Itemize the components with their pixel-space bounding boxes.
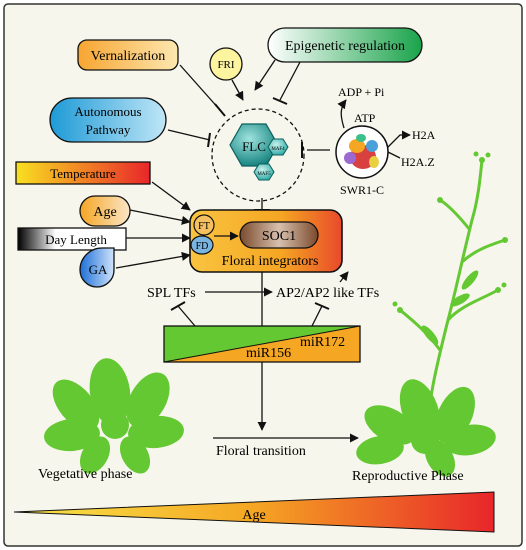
swr1c-subunit (366, 140, 378, 152)
inhibition-bar-icon (170, 301, 186, 311)
ft-label: FT (198, 221, 210, 232)
inhibition-bar-icon (272, 97, 288, 105)
swr1c-node: ADP + Pi ATP SWR1-C H2A H2A.Z (335, 85, 436, 197)
maf4-label: MAF4 (271, 147, 285, 152)
maf4-hexagon (267, 138, 289, 156)
vernalization-inhibition (179, 64, 221, 111)
mir156-label: miR156 (246, 346, 291, 361)
inhibition-bar-icon (207, 132, 211, 148)
ap2-tfs-label: AP2/AP2 like TFs (276, 286, 379, 301)
epigenetic-to-flc-arrow (254, 59, 276, 91)
h2az-label: H2A.Z (401, 155, 435, 169)
fri-label: FRI (217, 59, 234, 71)
spl-tfs-label: SPL TFs (147, 286, 196, 301)
epigenetic-label: Epigenetic regulation (285, 39, 405, 54)
soc1-label: SOC1 (262, 229, 296, 244)
connectors (115, 59, 411, 443)
ga-label: GA (89, 262, 108, 277)
fd-ellipse (190, 235, 214, 255)
fri-node: FRI (209, 47, 243, 81)
swr1c-label: SWR1-C (340, 183, 384, 197)
mir156-inhibition (177, 305, 196, 327)
age-node: Age (79, 195, 131, 227)
temperature-label: Temperature (50, 166, 116, 181)
flc-label: FLC (242, 139, 266, 154)
swr1c-subunit (349, 139, 365, 153)
day-length-label: Day Length (45, 232, 107, 247)
soc1-pill (239, 221, 319, 249)
vegetative-phase-label: Vegetative phase (38, 467, 132, 482)
floral-integrators-label: Floral integrators (222, 254, 319, 269)
age-label: Age (93, 205, 116, 220)
vernalization-label: Vernalization (91, 49, 166, 64)
age-arrow (129, 209, 191, 225)
ft-circle (193, 214, 215, 236)
flc-complex: FLC MAF4 MAF5 (211, 108, 305, 202)
maf5-hexagon (253, 163, 275, 181)
floral-transition-label: Floral transition (216, 444, 306, 459)
flowering-plant-icon (356, 151, 508, 477)
ga-arrow (115, 251, 191, 269)
epigenetic-inhibition (279, 61, 301, 101)
mirna-box: miR156 miR172 (163, 325, 361, 363)
h2a-arrow (384, 130, 411, 151)
temperature-arrow (151, 181, 191, 211)
h2a-label: H2A (412, 128, 436, 142)
autonomous-inhibition (167, 129, 211, 141)
autonomous-node: Autonomous Pathway (49, 97, 167, 143)
inhibition-bar-icon (214, 103, 226, 117)
atp-arrow (337, 99, 347, 129)
ga-node: GA (79, 247, 115, 288)
inhibition-bar-icon (314, 302, 330, 310)
age-gradient-bar: Age (13, 491, 495, 533)
fri-to-flc-arrow (231, 79, 244, 101)
swr1c-subunit (369, 156, 379, 168)
reproductive-phase-label: Reproductive Phase (352, 469, 464, 484)
fd-label: FD (196, 241, 209, 252)
temperature-node: Temperature (15, 161, 151, 185)
swr1c-subunit (356, 134, 366, 142)
rosette-plant-icon (44, 358, 184, 474)
autonomous-label-1: Autonomous (74, 104, 141, 119)
mir172-inhibition (311, 305, 323, 327)
epigenetic-node: Epigenetic regulation (267, 27, 423, 63)
adp-pi-label: ADP + Pi (338, 85, 385, 99)
h2az-line (387, 151, 401, 159)
maf5-label: MAF5 (257, 172, 271, 177)
vernalization-node: Vernalization (77, 39, 179, 71)
autonomous-label-2: Pathway (86, 122, 131, 137)
swr1c-subunit (344, 152, 356, 164)
day-length-node: Day Length (17, 227, 127, 251)
atp-label: ATP (354, 111, 376, 125)
floral-integrators-node: FT FD SOC1 Floral integrators (189, 209, 343, 273)
mir172-label: miR172 (300, 335, 345, 350)
ap2-to-integrators-arrow (339, 271, 349, 283)
age-bar-label: Age (242, 508, 265, 523)
